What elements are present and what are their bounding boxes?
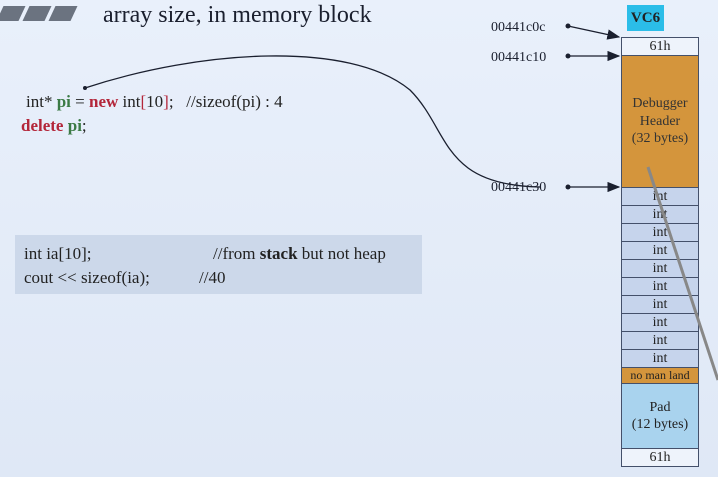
code-line-cout: cout << sizeof(ia); — [24, 268, 150, 287]
pointer-stick — [646, 166, 718, 381]
cookie-bottom: 61h — [621, 448, 699, 467]
slide-title: array size, in memory block — [103, 2, 372, 28]
code-line-delete: delete pi; — [21, 116, 87, 135]
int-cell: int — [621, 295, 699, 314]
int-cell: int — [621, 241, 699, 260]
pi-curve — [84, 55, 541, 188]
code-comment-stack: //from stack but not heap — [213, 244, 386, 263]
int-cell: int — [621, 277, 699, 296]
pad-block: Pad(12 bytes) — [621, 383, 699, 449]
vc6-badge: VC6 — [627, 5, 664, 31]
address-label: 00441c10 — [491, 50, 547, 65]
code-comment-40: //40 — [199, 268, 226, 287]
arrow-0 — [567, 25, 621, 40]
code-line-new: int* pi = new int[10]; //sizeof(pi) : 4 — [26, 92, 283, 111]
code-line-ia: int ia[10]; — [24, 244, 92, 263]
address-label: 00441c0c — [491, 20, 546, 35]
code-box-stack — [15, 235, 422, 294]
